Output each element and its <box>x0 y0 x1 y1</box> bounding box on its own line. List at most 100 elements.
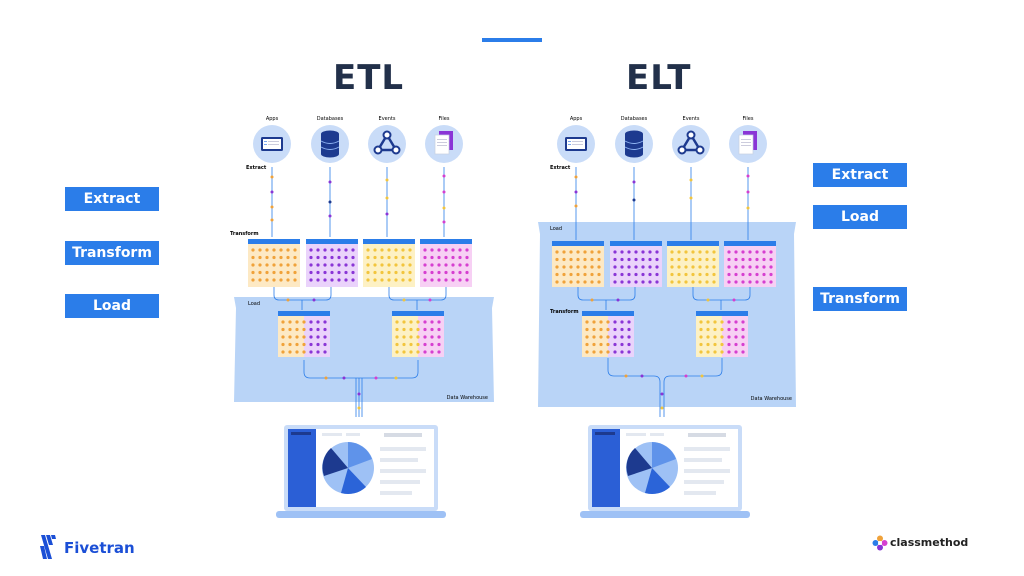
table-dot <box>641 257 645 262</box>
right-transform-button[interactable]: Transform <box>813 287 907 311</box>
table-dot <box>741 265 745 269</box>
table-dot <box>699 342 703 347</box>
table-dot <box>286 278 290 282</box>
table-dot <box>272 270 276 275</box>
table-dot <box>251 278 255 282</box>
table-dot <box>366 248 370 252</box>
table-dot <box>258 263 262 267</box>
elt-extract-stage-label: Extract <box>550 165 571 171</box>
etl-load-stage-label: Load <box>248 301 260 307</box>
etl-source-apps-label: Apps <box>266 116 279 122</box>
left-extract-button[interactable]: Extract <box>65 187 159 211</box>
table-dot <box>293 270 297 275</box>
table-dot <box>655 265 659 269</box>
table-dot <box>437 270 441 275</box>
table-dot <box>706 327 710 332</box>
table-dot <box>279 270 283 275</box>
table-dot <box>741 327 745 332</box>
table-dot <box>727 280 731 284</box>
table-dot <box>380 255 384 260</box>
table-dot <box>569 250 573 254</box>
table-dot <box>458 263 462 267</box>
elt-transform-stage-label: Transform <box>550 309 579 315</box>
classmethod-logo: classmethod <box>872 534 972 552</box>
table-dot <box>423 270 427 275</box>
table-dot <box>351 263 355 267</box>
table-dot <box>402 327 406 332</box>
table-dot <box>555 257 559 262</box>
table-dot <box>337 255 341 260</box>
table-dot <box>613 265 617 269</box>
table-dot <box>720 342 724 347</box>
table-dot <box>387 248 391 252</box>
table-dot <box>583 272 587 277</box>
table-dot <box>748 265 752 269</box>
table-dot <box>634 265 638 269</box>
table-dot <box>395 327 399 332</box>
etl-extract-stage-label: Extract <box>246 165 267 171</box>
table-dot <box>569 265 573 269</box>
table-dot <box>734 257 738 262</box>
table-dot <box>387 263 391 267</box>
table-dot <box>555 272 559 277</box>
table-dot <box>684 272 688 277</box>
table-dot <box>395 320 399 324</box>
table-dot <box>741 320 745 324</box>
table-dot <box>465 278 469 282</box>
classmethod-wordmark: classmethod <box>890 536 969 549</box>
table-dot <box>613 272 617 277</box>
table-dot <box>705 280 709 284</box>
table-dot <box>655 257 659 262</box>
table-dot <box>684 280 688 284</box>
table-dot <box>437 342 441 347</box>
table-dot <box>309 248 313 252</box>
table-dot <box>316 255 320 260</box>
table-dot <box>741 342 745 347</box>
table-dot <box>366 278 370 282</box>
table-dot <box>373 255 377 260</box>
table-dot <box>755 257 759 262</box>
table-dot <box>734 280 738 284</box>
table-dot <box>323 320 327 324</box>
table-dot <box>366 270 370 275</box>
table-dot <box>281 342 285 347</box>
table-dot <box>641 250 645 254</box>
table-dot <box>458 248 462 252</box>
table-dot <box>380 270 384 275</box>
table-dot <box>698 280 702 284</box>
table-dot <box>323 342 327 347</box>
table-dot <box>437 327 441 332</box>
table-dot <box>302 342 306 347</box>
table-dot <box>286 255 290 260</box>
table-dot <box>620 272 624 277</box>
etl-dashboard-laptop <box>276 425 446 518</box>
left-load-button[interactable]: Load <box>65 294 159 318</box>
table-dot <box>423 350 427 354</box>
table-dot <box>351 255 355 260</box>
right-extract-button[interactable]: Extract <box>813 163 907 187</box>
table-dot <box>627 350 631 354</box>
table-dot <box>613 250 617 254</box>
elt-apps-icon <box>557 125 595 163</box>
table-dot <box>394 270 398 275</box>
table-dot <box>423 278 427 282</box>
table-dots-purple <box>309 248 355 282</box>
table-dot <box>309 320 313 324</box>
table-dot <box>762 257 766 262</box>
table-dot <box>302 320 306 324</box>
table-dot <box>402 342 406 347</box>
right-load-button[interactable]: Load <box>813 205 907 229</box>
table-dot <box>316 263 320 267</box>
table-dot <box>712 265 716 269</box>
table-dot <box>599 320 603 324</box>
table-dot <box>720 320 724 324</box>
elt-warehouse-label: Data Warehouse <box>751 396 792 402</box>
table-dot <box>444 248 448 252</box>
table-dot <box>698 272 702 277</box>
table-dot <box>444 263 448 267</box>
table-dot <box>451 255 455 260</box>
table-dot <box>380 248 384 252</box>
left-transform-button[interactable]: Transform <box>65 241 159 265</box>
etl-diagram: Load Data Warehouse Apps Databases Event… <box>230 116 494 518</box>
etl-extract-dots <box>270 174 446 224</box>
